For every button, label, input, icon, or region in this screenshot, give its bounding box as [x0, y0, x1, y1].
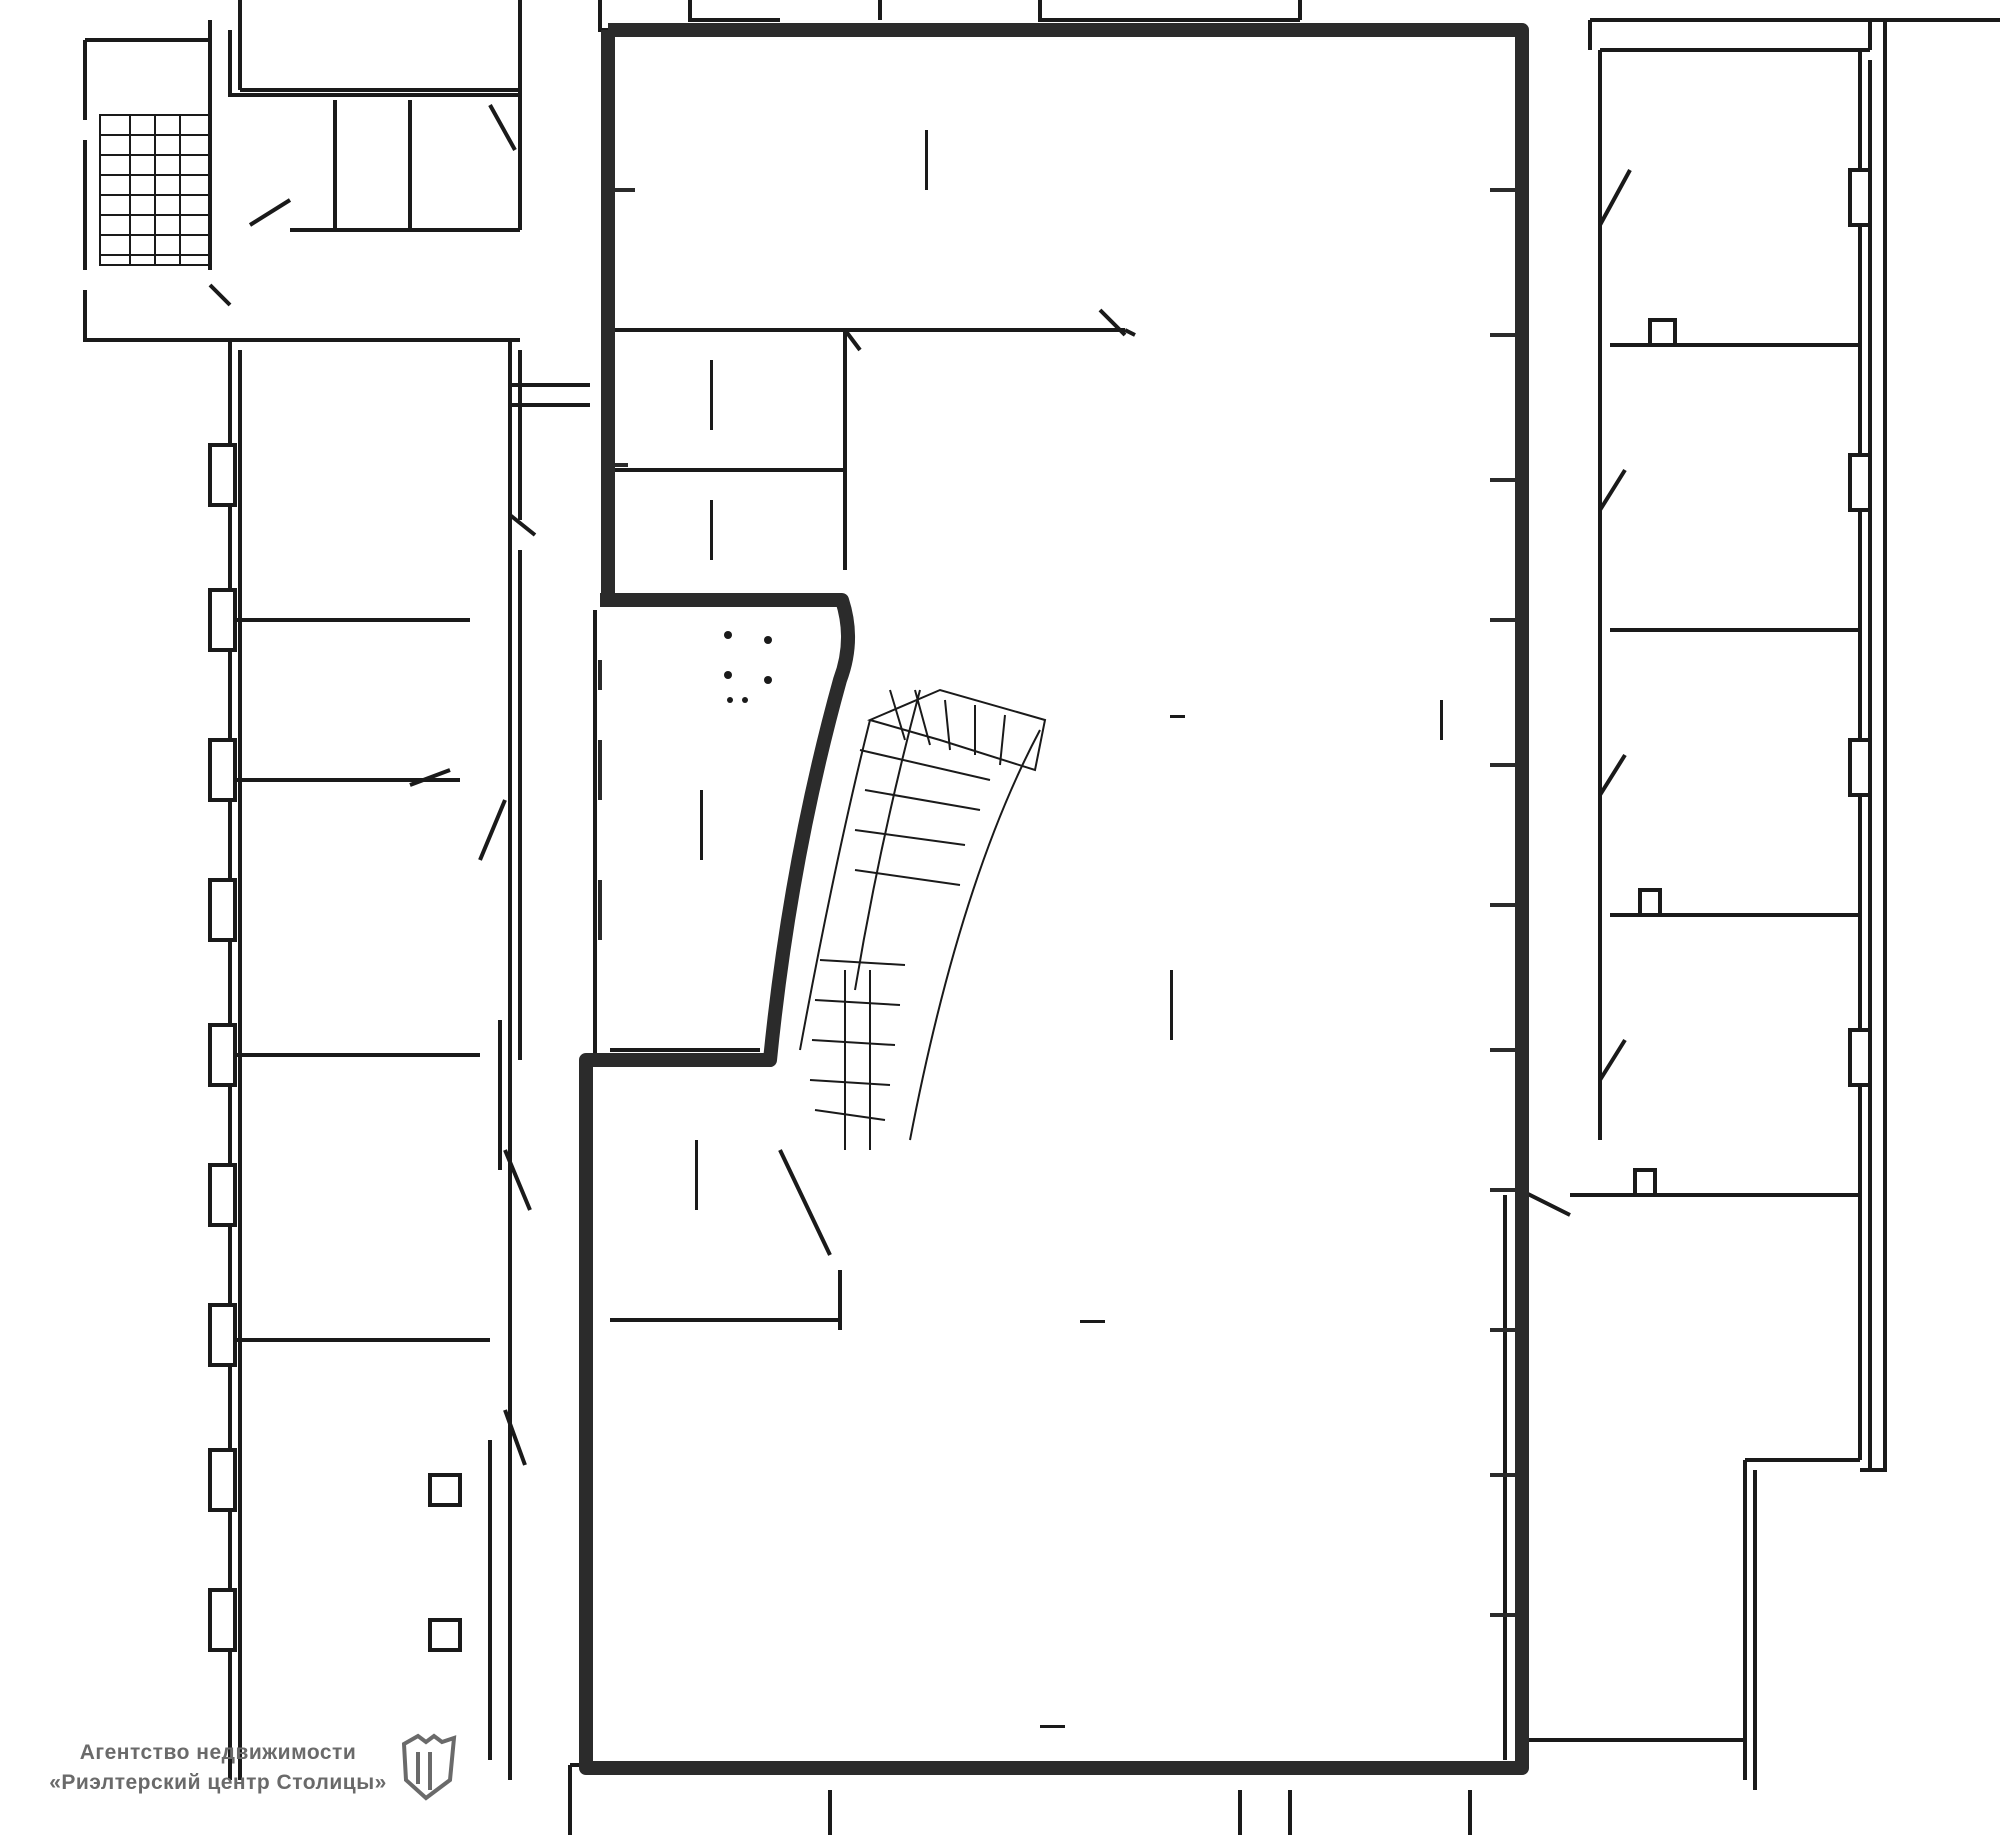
curved-staircase: [799, 688, 1047, 1150]
columns: [208, 168, 1872, 1652]
shield-logo-icon: [401, 1733, 457, 1801]
leased-area-outline: [579, 23, 1529, 1775]
thin-walls: [83, 0, 2000, 1835]
left-staircase: [99, 114, 211, 266]
watermark-line-1: Агентство недвижимости: [79, 1741, 357, 1764]
watermark-text: Агентство недвижимости «Риэлтерский цент…: [28, 1738, 408, 1798]
room-marks: [695, 130, 1443, 1728]
wall-ticks: [588, 188, 1522, 1660]
watermark-line-2: «Риэлтерский центр Столицы»: [49, 1771, 387, 1794]
